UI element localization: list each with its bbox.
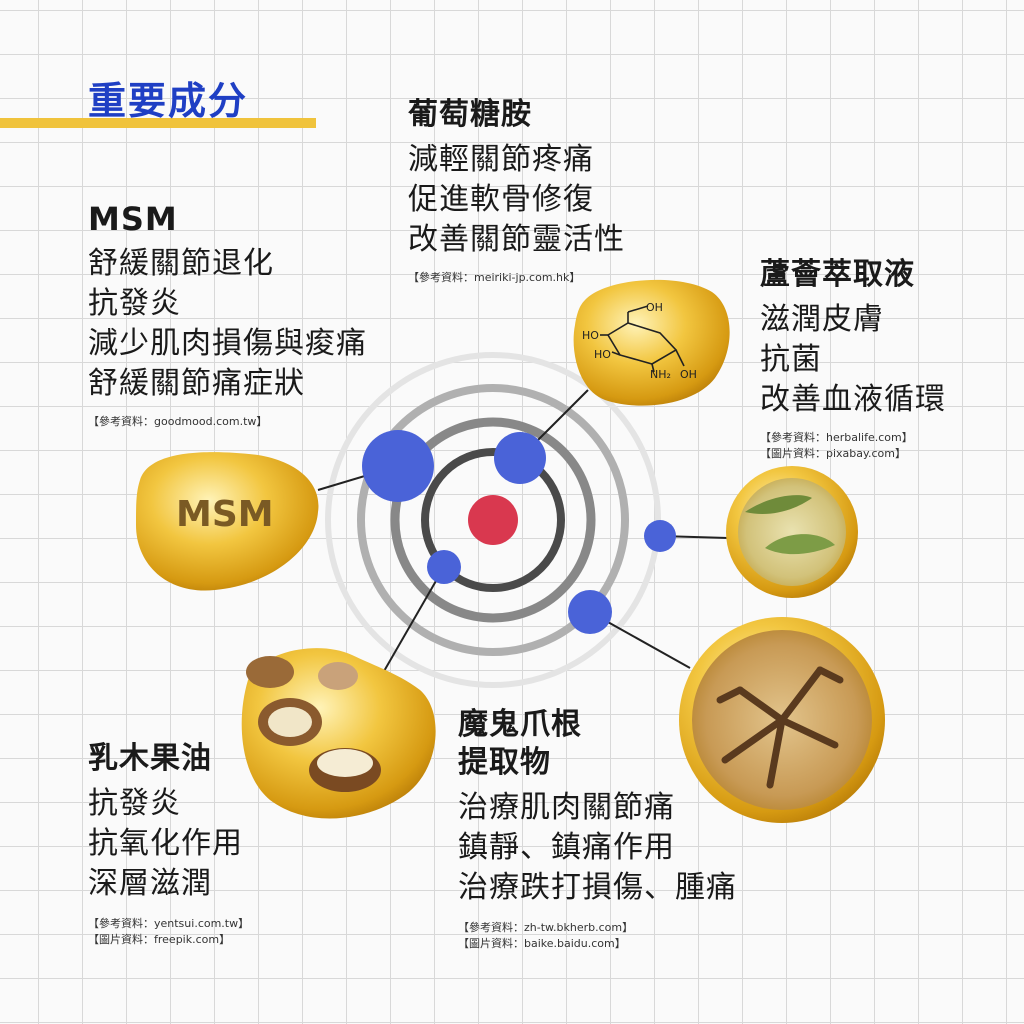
msm-bubble-label: MSM bbox=[176, 494, 274, 535]
devils-claw-root-icon bbox=[716, 666, 844, 789]
core-ring bbox=[421, 448, 565, 592]
msm-reference: 【參考資料：goodmood.com.tw】 bbox=[88, 415, 268, 428]
title-underline-bar bbox=[0, 118, 316, 128]
aloe-image bbox=[738, 478, 846, 586]
devils-claw-heading-line1: 魔鬼爪根 bbox=[458, 707, 582, 742]
msm-benefit: 減少肌肉損傷與痠痛 bbox=[88, 326, 367, 361]
msm-heading: MSM bbox=[88, 200, 178, 238]
glucosamine-node bbox=[494, 432, 546, 484]
glucosamine-benefit: 促進軟骨修復 bbox=[408, 182, 594, 217]
devils-claw-reference: 【參考資料：zh-tw.bkherb.com】 bbox=[458, 921, 634, 934]
inner-ring bbox=[390, 417, 596, 623]
aloe-image-credit: 【圖片資料：pixabay.com】 bbox=[760, 447, 906, 460]
shea-benefit: 抗發炎 bbox=[88, 786, 181, 821]
devils-claw-heading-line2: 提取物 bbox=[458, 745, 551, 780]
shea-section: 乳木果油 抗發炎 抗氧化作用 深層滋潤 【參考資料：yentsui.com.tw… bbox=[88, 740, 249, 948]
msm-oil-bubble bbox=[136, 452, 319, 591]
glucosamine-oil-bubble bbox=[573, 279, 730, 406]
devils-claw-benefit: 治療肌肉關節痛 bbox=[458, 790, 675, 825]
glucosamine-molecule bbox=[600, 305, 685, 373]
msm-benefit: 舒緩關節退化 bbox=[88, 246, 274, 281]
aloe-leaf-icon bbox=[745, 495, 812, 515]
aloe-slice-icon bbox=[765, 534, 835, 555]
aloe-reference: 【參考資料：herbalife.com】 bbox=[760, 431, 913, 444]
aloe-benefit: 抗菌 bbox=[760, 342, 822, 377]
shea-shell-icon bbox=[246, 656, 294, 688]
aloe-section: 蘆薈萃取液 滋潤皮膚 抗菌 改善血液循環 【參考資料：herbalife.com… bbox=[760, 256, 946, 462]
shea-heading: 乳木果油 bbox=[88, 741, 212, 776]
shea-node bbox=[427, 550, 461, 584]
devils-claw-node bbox=[568, 590, 612, 634]
devils-claw-benefit: 鎮靜、鎮痛作用 bbox=[458, 830, 675, 865]
msm-benefit: 抗發炎 bbox=[88, 286, 181, 321]
msm-node bbox=[362, 430, 434, 502]
molecule-label-nh2: NH₂ bbox=[650, 368, 671, 381]
molecule-label-oh-right: OH bbox=[680, 368, 697, 381]
shea-oil-bubble bbox=[241, 648, 436, 819]
glucosamine-section: 葡萄糖胺 減輕關節疼痛 促進軟骨修復 改善關節靈活性 【參考資料：meiriki… bbox=[408, 96, 625, 286]
msm-section: MSM 舒緩關節退化 抗發炎 減少肌肉損傷與痠痛 舒緩關節痛症狀 【參考資料：g… bbox=[88, 200, 367, 430]
glucosamine-heading: 葡萄糖胺 bbox=[408, 97, 532, 132]
page-title: 重要成分 bbox=[88, 79, 249, 123]
shea-image-credit: 【圖片資料：freepik.com】 bbox=[88, 933, 231, 946]
msm-benefit: 舒緩關節痛症狀 bbox=[88, 366, 305, 401]
middle-ring bbox=[357, 384, 629, 656]
devils-claw-benefit: 治療跌打損傷、腫痛 bbox=[458, 870, 737, 905]
devils-claw-image-credit: 【圖片資料：baike.baidu.com】 bbox=[458, 937, 626, 950]
aloe-node bbox=[644, 520, 676, 552]
molecule-label-ho-left: HO bbox=[582, 329, 599, 342]
shea-benefit: 抗氧化作用 bbox=[88, 826, 243, 861]
molecule-label-ho-lower: HO bbox=[594, 348, 611, 361]
devils-claw-section: 魔鬼爪根 提取物 治療肌肉關節痛 鎮靜、鎮痛作用 治療跌打損傷、腫痛 【參考資料… bbox=[458, 706, 737, 952]
aloe-heading: 蘆薈萃取液 bbox=[760, 257, 915, 292]
glucosamine-benefit: 減輕關節疼痛 bbox=[408, 142, 594, 177]
glucosamine-reference: 【參考資料：meiriki-jp.com.hk】 bbox=[408, 271, 581, 284]
shea-benefit: 深層滋潤 bbox=[88, 866, 212, 901]
molecule-label-oh-top: OH bbox=[646, 301, 663, 314]
center-dot bbox=[468, 495, 518, 545]
shea-reference: 【參考資料：yentsui.com.tw】 bbox=[88, 917, 250, 930]
outer-ring bbox=[325, 352, 661, 688]
aloe-benefit: 滋潤皮膚 bbox=[760, 302, 884, 337]
glucosamine-benefit: 改善關節靈活性 bbox=[408, 222, 625, 257]
aloe-benefit: 改善血液循環 bbox=[760, 382, 946, 417]
